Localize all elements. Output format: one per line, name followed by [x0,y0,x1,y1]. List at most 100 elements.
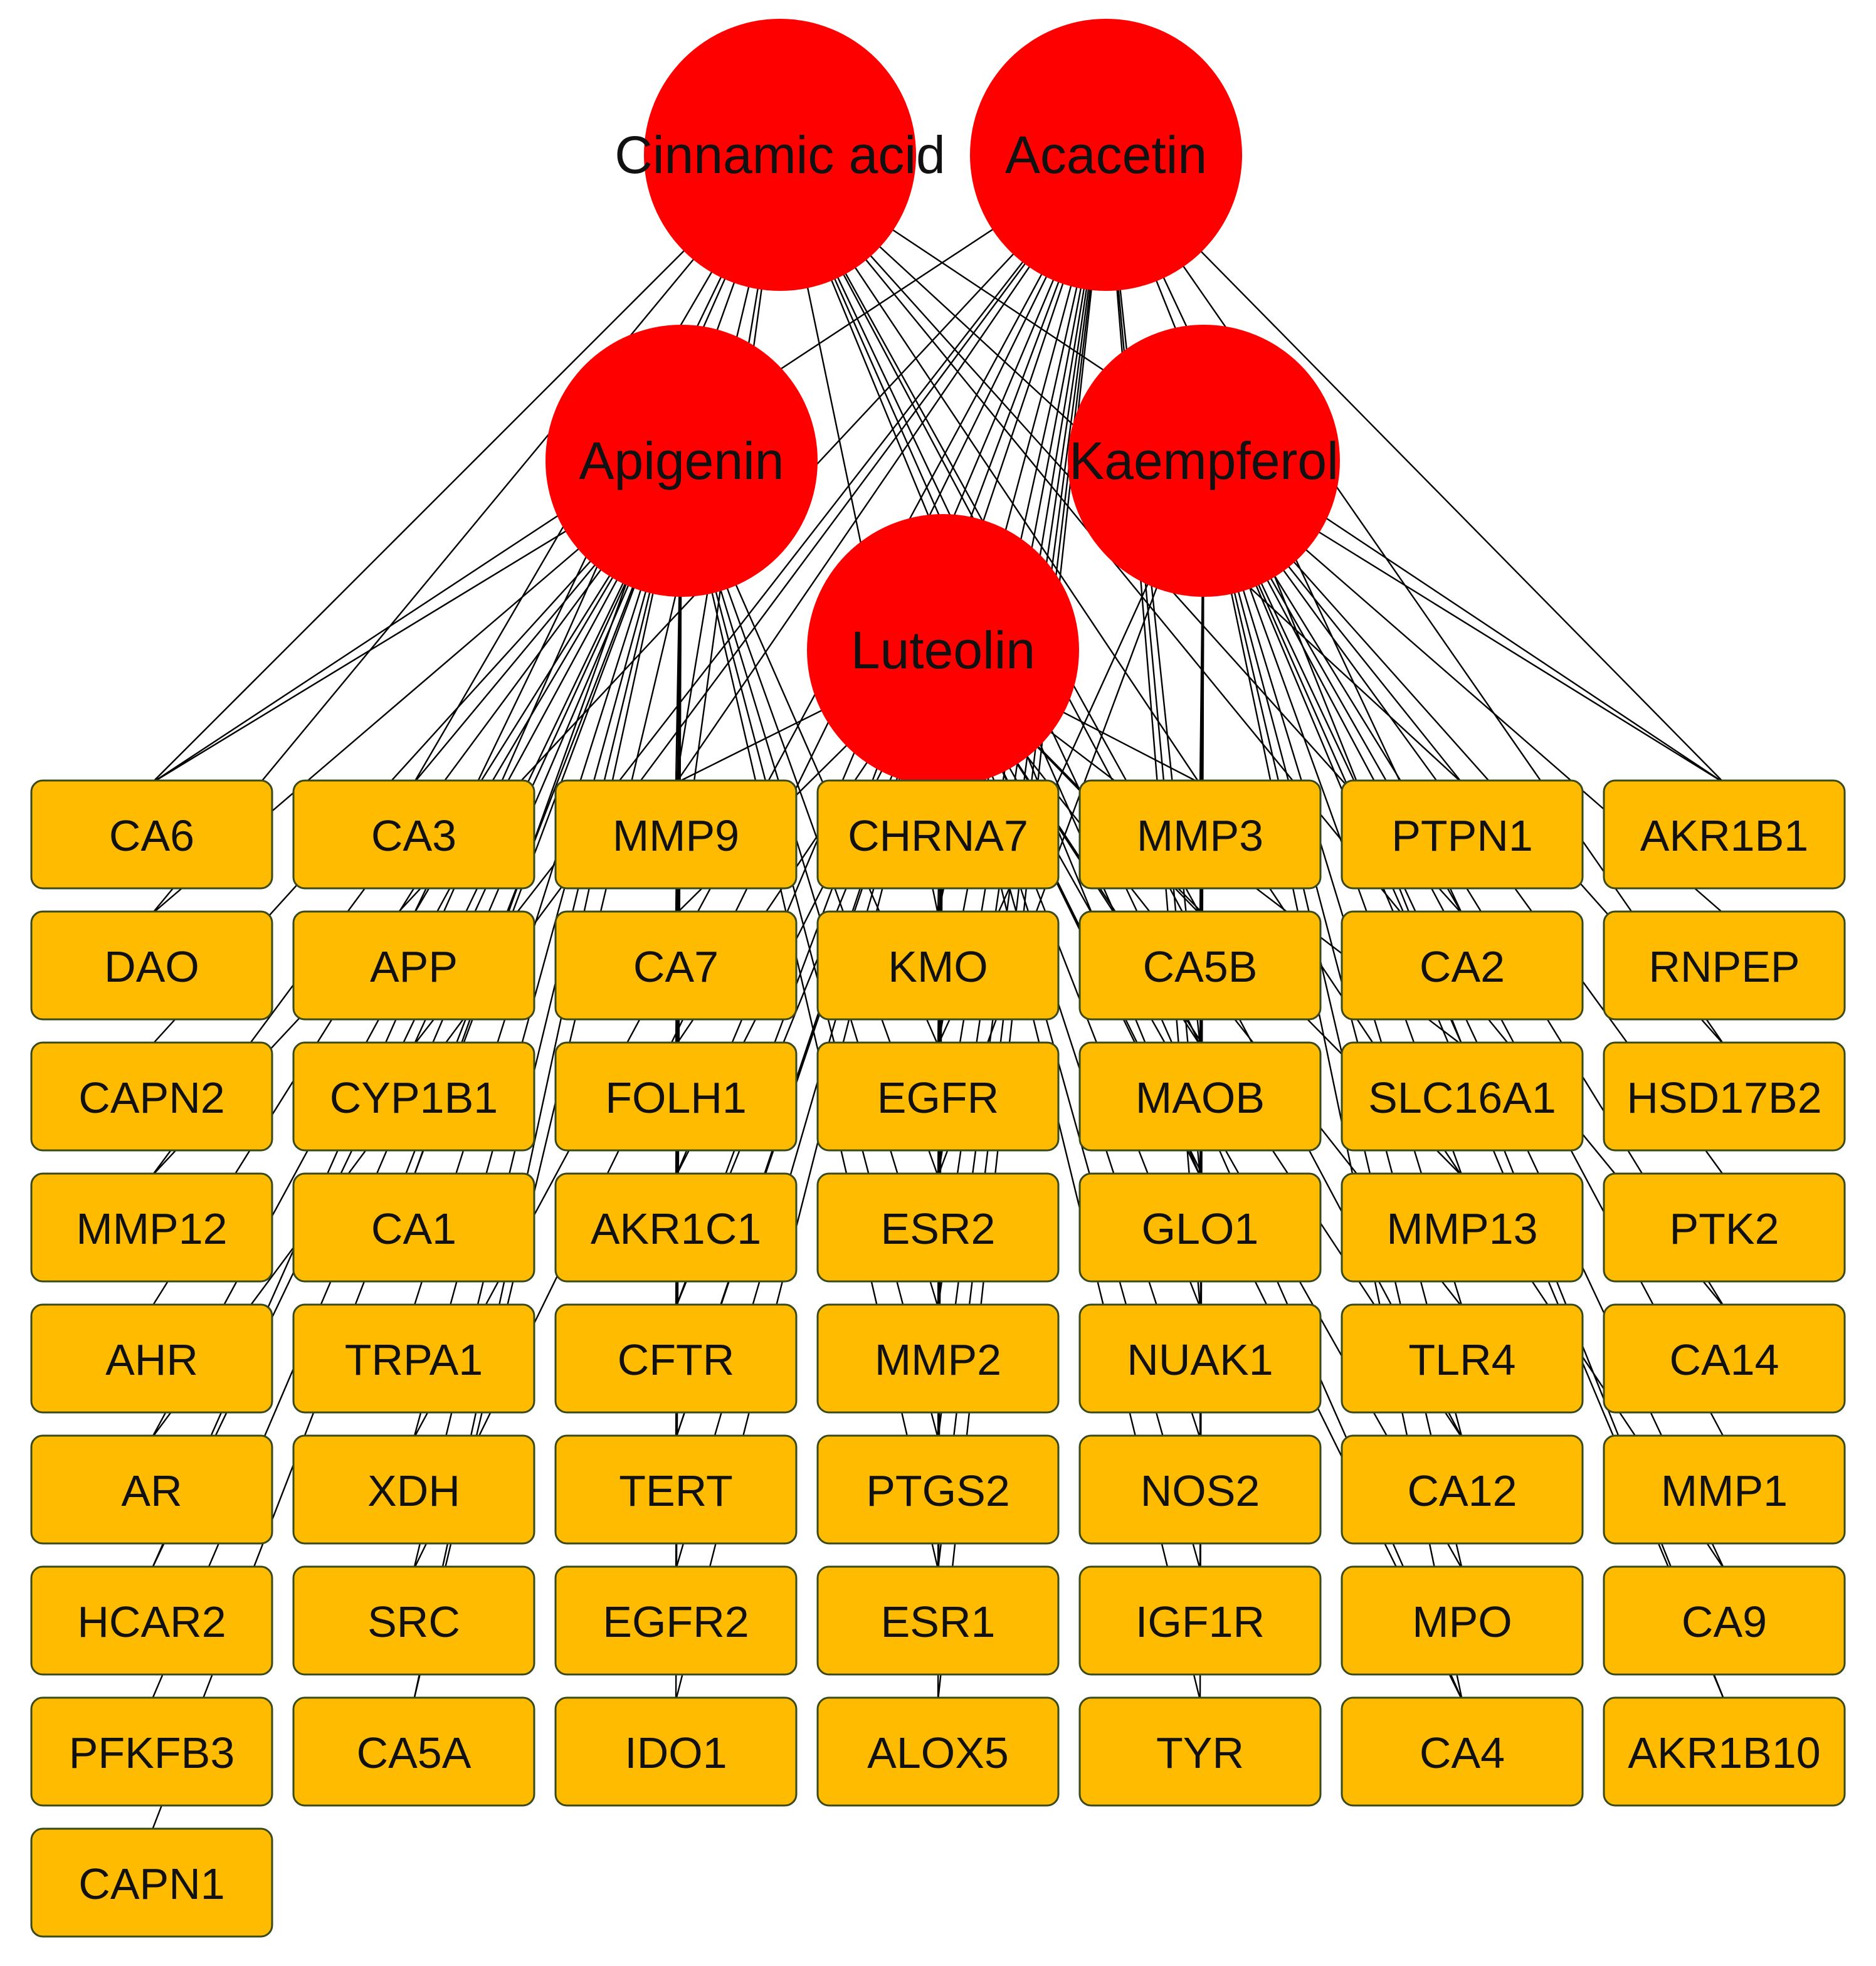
target-node-ca5a[interactable]: CA5A [292,1696,535,1807]
target-node-nos2[interactable]: NOS2 [1078,1434,1322,1545]
target-node-mmp2[interactable]: MMP2 [816,1303,1060,1414]
target-node-src[interactable]: SRC [292,1565,535,1676]
target-node-ca6[interactable]: CA6 [30,779,273,890]
compound-node-cinnamic[interactable] [644,19,916,291]
target-node-egfr[interactable]: EGFR [816,1041,1060,1152]
target-node-ahr[interactable]: AHR [30,1303,273,1414]
target-node-hsd17b2[interactable]: HSD17B2 [1603,1041,1846,1152]
target-node-ca12[interactable]: CA12 [1341,1434,1584,1545]
target-node-cyp1b1[interactable]: CYP1B1 [292,1041,535,1152]
target-node-mmp9[interactable]: MMP9 [554,779,798,890]
target-node-ar[interactable]: AR [30,1434,273,1545]
target-node-capn2[interactable]: CAPN2 [30,1041,273,1152]
target-node-mmp3[interactable]: MMP3 [1078,779,1322,890]
compound-label-apigenin: Apigenin [579,431,784,490]
target-node-ca5b[interactable]: CA5B [1078,910,1322,1021]
target-node-esr1[interactable]: ESR1 [816,1565,1060,1676]
target-label: CYP1B1 [330,1073,498,1122]
target-node-akr1b10[interactable]: AKR1B10 [1603,1696,1846,1807]
target-node-alox5[interactable]: ALOX5 [816,1696,1060,1807]
target-box [1078,1172,1322,1283]
target-label: AKR1C1 [591,1204,761,1253]
target-box [1603,910,1846,1021]
target-label: NUAK1 [1127,1335,1273,1384]
target-node-tyr[interactable]: TYR [1078,1696,1322,1807]
target-node-folh1[interactable]: FOLH1 [554,1041,798,1152]
target-box [1603,1434,1846,1545]
target-node-cftr[interactable]: CFTR [554,1303,798,1414]
target-node-app[interactable]: APP [292,910,535,1021]
edge-acacetin-cyp1b1 [413,154,1107,1046]
target-node-ptpn1[interactable]: PTPN1 [1341,779,1584,890]
target-label: CA5A [357,1728,472,1777]
target-node-ido1[interactable]: IDO1 [554,1696,798,1807]
target-box [1078,1041,1322,1152]
target-node-mmp13[interactable]: MMP13 [1341,1172,1584,1283]
target-node-igf1r[interactable]: IGF1R [1078,1565,1322,1676]
target-label: AHR [105,1335,198,1384]
target-box [30,910,273,1021]
target-box [30,1696,273,1807]
target-node-ptgs2[interactable]: PTGS2 [816,1434,1060,1545]
target-node-tlr4[interactable]: TLR4 [1341,1303,1584,1414]
target-node-rnpep[interactable]: RNPEP [1603,910,1846,1021]
edge-apigenin-mmp2 [680,460,939,1308]
target-node-ca1[interactable]: CA1 [292,1172,535,1283]
target-box [554,1696,798,1807]
target-node-maob[interactable]: MAOB [1078,1041,1322,1152]
target-box [816,1172,1060,1283]
target-node-dao[interactable]: DAO [30,910,273,1021]
compound-circles [545,19,1340,786]
target-node-pfkfb3[interactable]: PFKFB3 [30,1696,273,1807]
compound-node-luteolin[interactable] [807,514,1079,786]
target-node-esr2[interactable]: ESR2 [816,1172,1060,1283]
target-node-tert[interactable]: TERT [554,1434,798,1545]
target-node-ca7[interactable]: CA7 [554,910,798,1021]
target-node-ca3[interactable]: CA3 [292,779,535,890]
target-node-mmp1[interactable]: MMP1 [1603,1434,1846,1545]
target-box [1341,1172,1584,1283]
target-node-ca2[interactable]: CA2 [1341,910,1584,1021]
target-node-mmp12[interactable]: MMP12 [30,1172,273,1283]
target-node-akr1c1[interactable]: AKR1C1 [554,1172,798,1283]
target-node-xdh[interactable]: XDH [292,1434,535,1545]
compound-node-acacetin[interactable] [970,19,1242,291]
target-box [554,779,798,890]
target-node-capn1[interactable]: CAPN1 [30,1827,273,1938]
target-box [554,1041,798,1152]
target-label: AR [121,1466,182,1515]
target-label: MMP3 [1137,811,1263,860]
target-node-glo1[interactable]: GLO1 [1078,1172,1322,1283]
target-label: PFKFB3 [69,1728,235,1777]
target-box [816,779,1060,890]
compound-node-apigenin[interactable] [545,325,818,597]
target-node-slc16a1[interactable]: SLC16A1 [1341,1041,1584,1152]
target-node-ca9[interactable]: CA9 [1603,1565,1846,1676]
target-box [292,1041,535,1152]
target-label: CA14 [1669,1335,1779,1384]
target-node-ca4[interactable]: CA4 [1341,1696,1584,1807]
compound-label-luteolin: Luteolin [851,621,1035,680]
target-node-ptk2[interactable]: PTK2 [1603,1172,1846,1283]
target-box [292,1303,535,1414]
target-node-trpa1[interactable]: TRPA1 [292,1303,535,1414]
target-node-nuak1[interactable]: NUAK1 [1078,1303,1322,1414]
target-box [30,779,273,890]
target-label: CA9 [1682,1597,1767,1646]
target-box [30,1434,273,1545]
target-label: CA3 [371,811,456,860]
target-box [1603,1696,1846,1807]
target-node-hcar2[interactable]: HCAR2 [30,1565,273,1676]
compound-node-kaempferol[interactable] [1068,325,1340,597]
target-node-ca14[interactable]: CA14 [1603,1303,1846,1414]
target-node-kmo[interactable]: KMO [816,910,1060,1021]
target-node-chrna7[interactable]: CHRNA7 [816,779,1060,890]
target-node-akr1b1[interactable]: AKR1B1 [1603,779,1846,890]
target-box [292,779,535,890]
target-node-mpo[interactable]: MPO [1341,1565,1584,1676]
target-box [1341,1041,1584,1152]
target-node-egfr2[interactable]: EGFR2 [554,1565,798,1676]
target-box [1603,1303,1846,1414]
